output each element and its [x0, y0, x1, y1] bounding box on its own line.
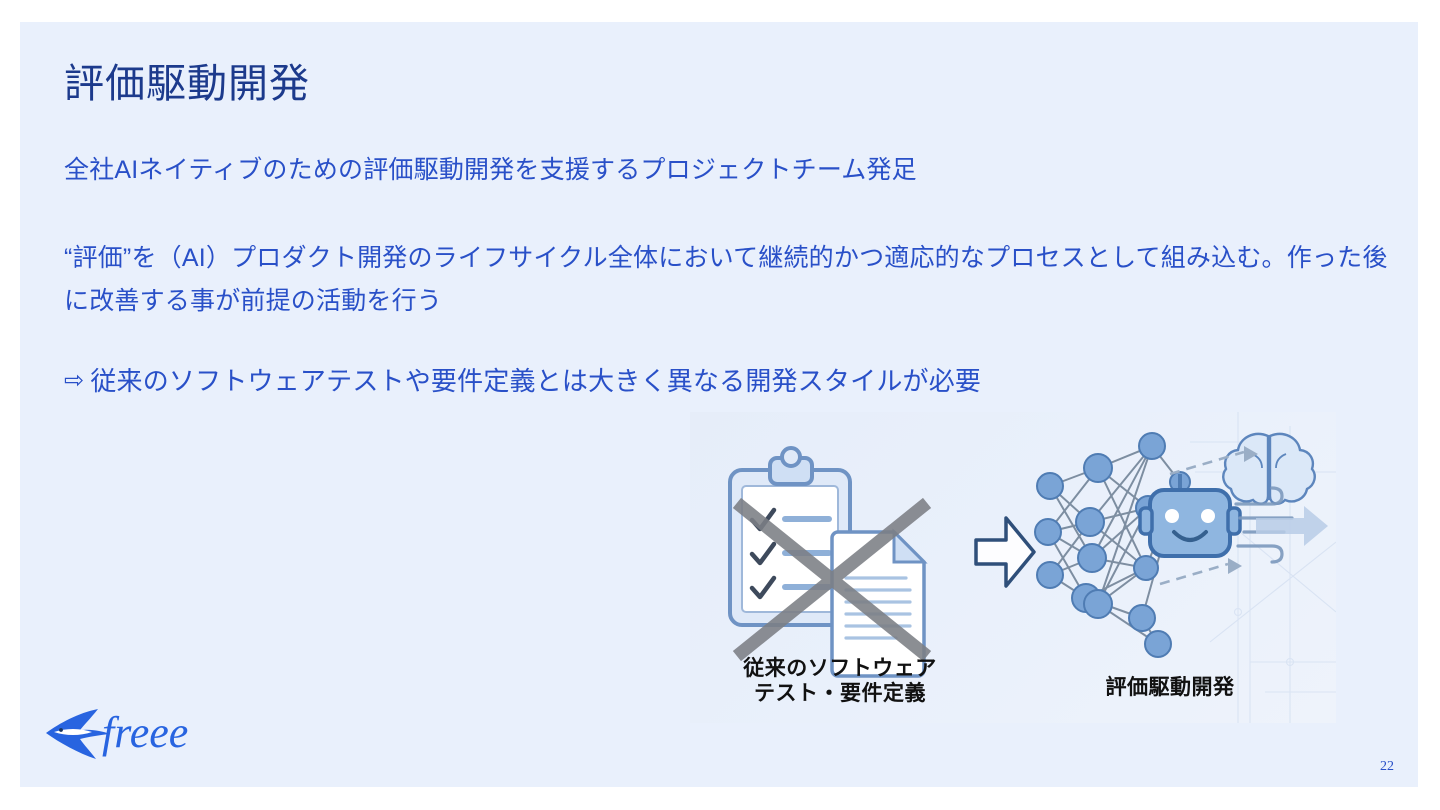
figure-caption-left-line1: 従来のソフトウェア — [743, 656, 937, 680]
slide-canvas: 評価駆動開発 全社AIネイティブのための評価駆動開発を支援するプロジェクトチーム… — [20, 22, 1418, 787]
transition-arrow-icon — [974, 516, 1036, 588]
freee-logo: freee — [46, 708, 188, 759]
page-number: 22 — [1380, 759, 1394, 774]
conclusion-text: 従来のソフトウェアテストや要件定義とは大きく異なる開発スタイルが必要 — [90, 366, 982, 396]
brain-icon — [1222, 432, 1316, 505]
output-arrow-icon — [1256, 506, 1328, 546]
page-title: 評価駆動開発 — [64, 62, 310, 106]
document-icon — [830, 528, 928, 678]
eval-driven-icon-group — [1034, 432, 1328, 658]
dashed-connector-heads — [1228, 446, 1258, 574]
swallow-bird-icon — [46, 709, 110, 759]
figure-caption-right: 評価駆動開発 — [1105, 676, 1235, 700]
neural-network-nodes — [1034, 432, 1191, 658]
figure-caption-left: 従来のソフトウェア テスト・要件定義 — [690, 656, 990, 707]
freee-wordmark: freee — [102, 708, 188, 757]
legacy-testing-icon-group — [728, 446, 932, 678]
conclusion-line: ⇨従来のソフトウェアテストや要件定義とは大きく異なる開発スタイルが必要 — [64, 359, 1394, 404]
figure-caption-left-line2: テスト・要件定義 — [754, 682, 926, 706]
body-paragraph-2: “評価”を（AI）プロダクト開発のライフサイクル全体において継続的かつ適応的なプ… — [64, 244, 1388, 315]
dashed-connectors — [1159, 450, 1245, 586]
right-arrow-icon: ⇨ — [64, 367, 85, 394]
cross-out-x — [732, 497, 932, 662]
body-paragraph-1: 全社AIネイティブのための評価駆動開発を支援するプロジェクトチーム発足 — [64, 156, 917, 184]
robot-face-icon — [1138, 474, 1242, 558]
figure-illustration: 従来のソフトウェア テスト・要件定義 評価駆動開発 — [690, 412, 1336, 723]
